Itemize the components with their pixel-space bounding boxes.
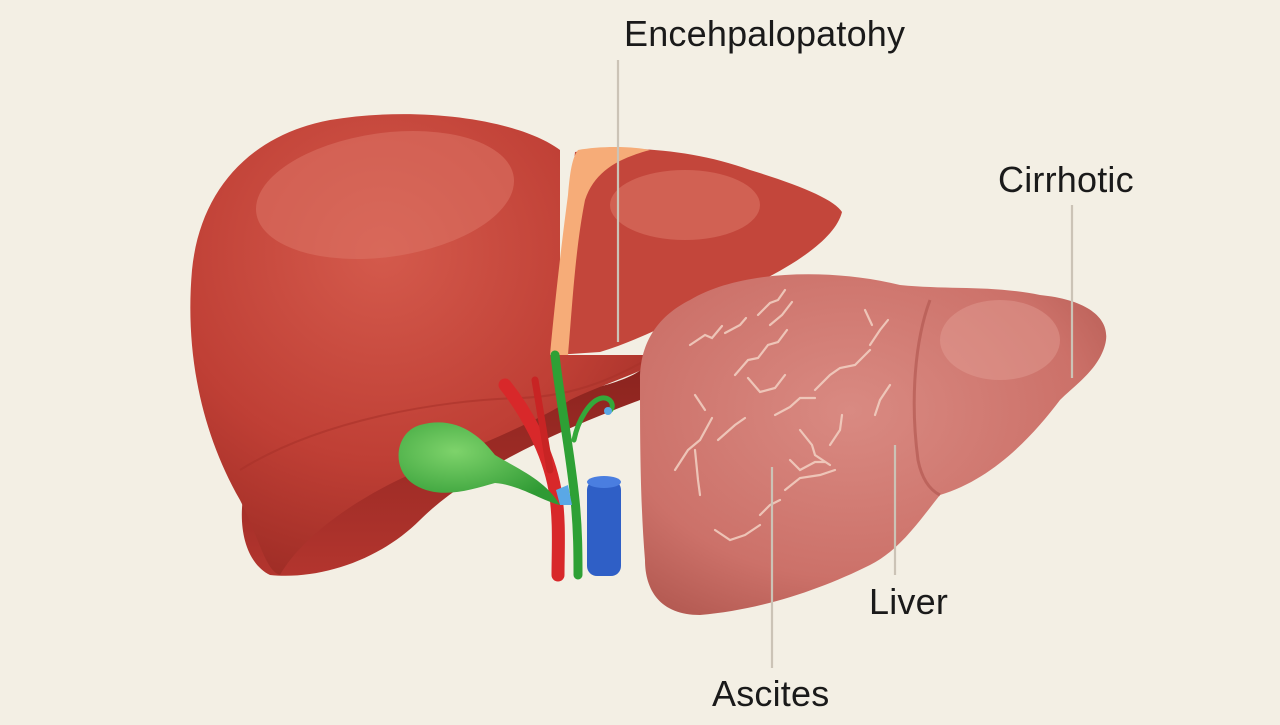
small-vessel (556, 485, 572, 505)
label-cirrhotic: Cirrhotic (998, 159, 1134, 200)
fibrosis-scars (673, 288, 892, 542)
highlight (255, 130, 515, 260)
label-ascites: Ascites (712, 673, 830, 714)
leader-lines (616, 60, 1074, 668)
label-encephalopathy: Encehpalopatohy (624, 13, 906, 54)
gallbladder (398, 422, 560, 505)
bile-duct (550, 350, 583, 580)
healthy-liver (190, 114, 842, 576)
highlight (610, 170, 760, 240)
cirrhotic-lobe-division (912, 299, 941, 497)
portal-vein-top (587, 476, 621, 488)
hepatic-artery (498, 378, 565, 582)
label-liver: Liver (869, 581, 949, 622)
portal-vein (587, 480, 621, 576)
hepatic-artery-branch (531, 376, 554, 474)
small-vessel-end (604, 407, 612, 415)
lobe-edge (239, 354, 656, 471)
cirrhotic-highlight (940, 300, 1060, 380)
bile-duct-branch (571, 395, 615, 443)
falciform-ligament (550, 147, 650, 355)
cirrhotic-liver-body (640, 274, 1107, 615)
hepatic-vessels (398, 350, 621, 582)
cirrhotic-liver (640, 274, 1107, 615)
